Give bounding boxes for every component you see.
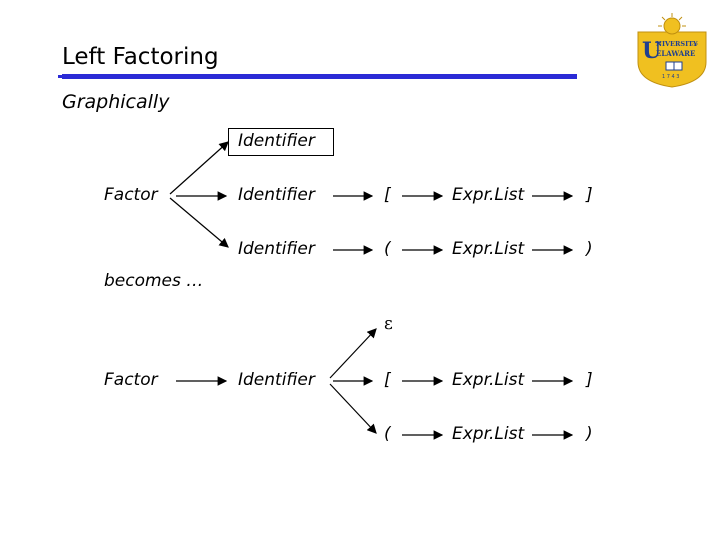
node-exprlist-after-row2: Expr.List <box>452 424 525 444</box>
top-identifier-box <box>228 128 334 156</box>
node-close-bracket: ] <box>586 185 593 205</box>
node-top-identifier: Identifier <box>238 131 315 151</box>
node-close-bracket-after: ] <box>586 370 593 390</box>
university-logo: U NIVERSITY OF ELAWARE 1 7 4 3 <box>637 13 707 88</box>
node-close-paren: ) <box>586 239 593 259</box>
edge-identifier-to-epsilon <box>329 328 377 379</box>
node-identifier-after: Identifier <box>238 370 315 390</box>
node-open-paren-after: ( <box>384 424 391 444</box>
node-close-paren-after: ) <box>586 424 593 444</box>
logo-text-university: NIVERSITY <box>656 40 698 48</box>
node-epsilon: ε <box>384 314 393 334</box>
node-identifier-row1: Identifier <box>238 185 315 205</box>
edge-factor-to-identifier-row2 <box>169 197 229 248</box>
slide-subtitle: Graphically <box>62 91 170 113</box>
logo-text-delaware: ELAWARE <box>656 49 695 58</box>
slide-title: Left Factoring <box>62 44 219 70</box>
node-exprlist-after-row1: Expr.List <box>452 370 525 390</box>
edge-factor-to-top-identifier <box>169 141 229 195</box>
logo-letter-u: U <box>642 38 661 64</box>
edge-identifier-to-paren <box>329 383 377 434</box>
node-open-bracket: [ <box>384 185 391 205</box>
logo-year: 1 7 4 3 <box>662 74 680 80</box>
logo-shield <box>637 31 707 88</box>
title-rule <box>62 74 577 79</box>
node-exprlist-row1: Expr.List <box>452 185 525 205</box>
node-open-bracket-after: [ <box>384 370 391 390</box>
node-exprlist-row2: Expr.List <box>452 239 525 259</box>
node-factor-before: Factor <box>104 185 158 205</box>
node-open-paren: ( <box>384 239 391 259</box>
logo-text-of: OF <box>692 42 698 47</box>
becomes-label: becomes … <box>104 271 204 291</box>
logo-sun <box>663 17 681 35</box>
node-identifier-row2: Identifier <box>238 239 315 259</box>
node-factor-after: Factor <box>104 370 158 390</box>
